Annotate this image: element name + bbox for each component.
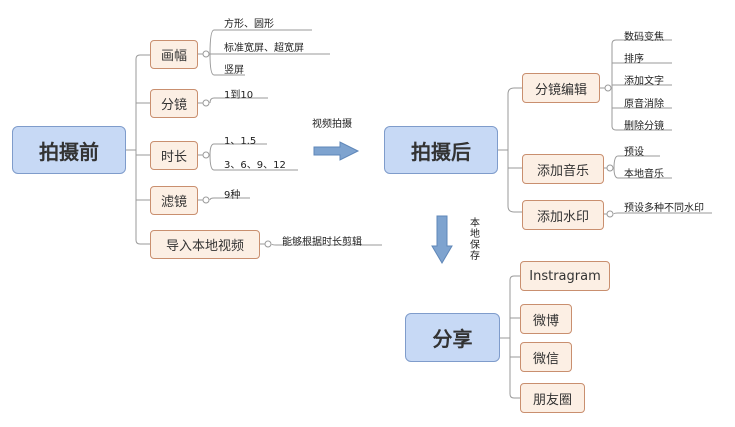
- leaf-trim-by-duration: 能够根据时长剪辑: [282, 237, 362, 248]
- leaf-square-round: 方形、圆形: [224, 19, 274, 30]
- pre-branch-import: 导入本地视频: [150, 230, 260, 259]
- leaf-1-to-10: 1到10: [224, 90, 254, 101]
- leaf-add-text: 添加文字: [624, 76, 664, 87]
- leaf-portrait: 竖屏: [224, 65, 244, 76]
- leaf-9-filters: 9种: [224, 190, 241, 201]
- share-instagram: Instragram: [520, 261, 610, 291]
- share-wechat: 微信: [520, 342, 572, 372]
- leaf-duration-short: 1、1.5: [224, 136, 257, 147]
- leaf-sort: 排序: [624, 54, 644, 65]
- leaf-widescreen: 标准宽屏、超宽屏: [224, 43, 304, 54]
- post-branch-music: 添加音乐: [522, 154, 604, 184]
- leaf-preset-music: 预设: [624, 147, 644, 158]
- label-local-save: 本地保存: [470, 218, 480, 262]
- leaf-delete-shot: 删除分镜: [624, 121, 664, 132]
- pre-branch-frame: 画幅: [150, 40, 198, 69]
- pre-branch-duration: 时长: [150, 141, 198, 170]
- label-video-shoot: 视频拍摄: [312, 119, 352, 130]
- leaf-duration-long: 3、6、9、12: [224, 160, 286, 171]
- post-branch-edit: 分镜编辑: [522, 73, 600, 103]
- pre-branch-filter: 滤镜: [150, 186, 198, 215]
- post-branch-watermark: 添加水印: [522, 200, 604, 230]
- leaf-watermarks: 预设多种不同水印: [624, 203, 704, 214]
- leaf-digital-zoom: 数码变焦: [624, 32, 664, 43]
- node-pre: 拍摄前: [12, 126, 126, 174]
- arrow-down: [431, 215, 453, 264]
- node-share: 分享: [405, 313, 500, 362]
- pre-branch-storyboard: 分镜: [150, 89, 198, 118]
- arrow-right: [313, 141, 360, 161]
- node-post: 拍摄后: [384, 126, 498, 174]
- leaf-mute-original: 原音消除: [624, 99, 664, 110]
- leaf-local-music: 本地音乐: [624, 169, 664, 180]
- share-moments: 朋友圈: [520, 383, 585, 413]
- share-weibo: 微博: [520, 304, 572, 334]
